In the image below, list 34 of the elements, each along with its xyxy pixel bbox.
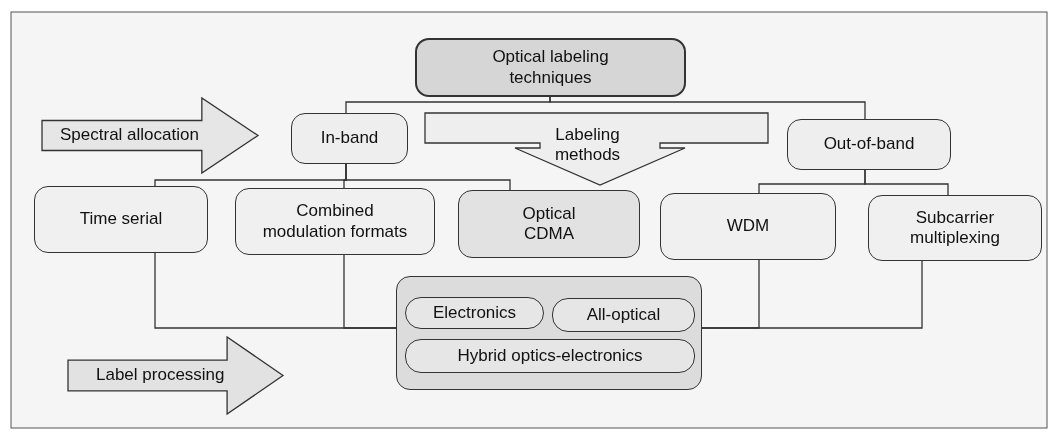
connector-line <box>343 254 397 329</box>
connector-line <box>701 260 923 329</box>
rounded-box <box>787 119 951 170</box>
node-label: Time serial <box>79 209 163 230</box>
node-label: Electronics <box>432 302 517 324</box>
node-label: Spectral allocation <box>60 125 199 146</box>
connector-line <box>345 163 511 191</box>
node-label: All-optical <box>586 304 661 326</box>
node-label: Label processing <box>96 365 225 386</box>
node-label: Subcarrier multiplexing <box>909 207 1001 249</box>
rounded-box <box>415 38 686 97</box>
method-pill <box>405 297 544 329</box>
node-label: Out-of-band <box>823 134 915 155</box>
block-arrow <box>42 98 258 173</box>
rounded-box <box>291 113 408 164</box>
down-block-arrow <box>425 113 768 185</box>
method-pill <box>552 298 695 332</box>
node-label: Hybrid optics-electronics <box>457 345 643 367</box>
node-label: WDM <box>726 216 770 237</box>
rounded-box <box>235 188 435 255</box>
group-box <box>396 276 702 390</box>
node-label: Combined modulation formats <box>261 201 409 242</box>
method-pill <box>405 339 695 373</box>
connector-line <box>549 96 866 120</box>
rounded-box <box>34 186 208 253</box>
connector-line <box>864 169 949 196</box>
block-arrow <box>68 337 283 414</box>
rounded-box <box>458 190 640 258</box>
node-label: Labeling methods <box>553 125 622 166</box>
node-label: Optical labeling techniques <box>491 47 610 88</box>
node-label: Optical CDMA <box>521 203 577 245</box>
node-label: In-band <box>320 128 379 149</box>
rounded-box <box>868 195 1042 261</box>
rounded-box <box>660 193 836 260</box>
